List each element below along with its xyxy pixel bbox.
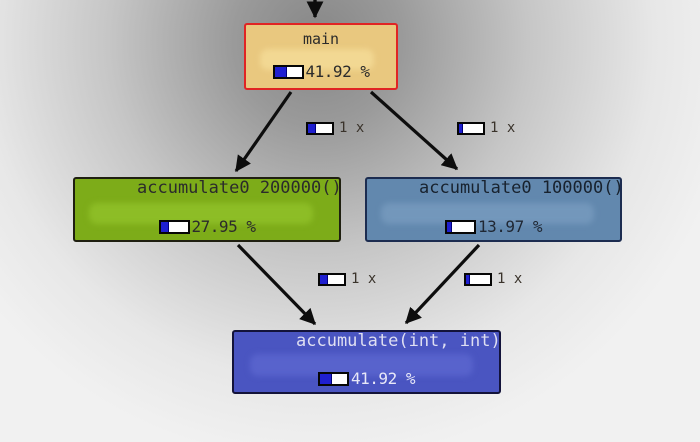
- edge-cost-bar: [318, 272, 346, 286]
- edge-cost-bar: [464, 272, 492, 286]
- cost-bar: [272, 64, 304, 79]
- node-cost-row: 41.92 %: [246, 62, 396, 81]
- cost-bar: [318, 371, 350, 386]
- edge-call-count: 1 x: [490, 120, 516, 136]
- edge-call-count: 1 x: [339, 120, 365, 136]
- node-cost-row: 41.92 %: [234, 369, 499, 388]
- arrow-accumulate0-100000-to-accumulate: [404, 243, 481, 325]
- edge-label-main-to-accumulate0-100000[interactable]: 1 x: [457, 120, 515, 136]
- node-accumulate-int-int[interactable]: accumulate(int, int) 41.92 %: [232, 330, 501, 394]
- node-title: accumulate0 100000(): [419, 178, 620, 198]
- node-title: accumulate(int, int): [296, 331, 499, 351]
- arrow-main-to-accumulate0-100000: [369, 90, 459, 171]
- cost-bar: [445, 219, 477, 234]
- edge-cost-bar: [457, 121, 485, 135]
- edge-cost-bar: [306, 121, 334, 135]
- node-highlight: [250, 354, 473, 376]
- arrow-main-to-accumulate0-200000: [234, 91, 293, 173]
- edge-label-accumulate0-200000-to-accumulate[interactable]: 1 x: [318, 271, 376, 287]
- edge-label-accumulate0-100000-to-accumulate[interactable]: 1 x: [464, 271, 522, 287]
- arrow-accumulate0-200000-to-accumulate: [236, 243, 317, 326]
- edge-label-main-to-accumulate0-200000[interactable]: 1 x: [306, 120, 364, 136]
- cost-percent: 27.95 %: [191, 217, 256, 236]
- cost-percent: 13.97 %: [478, 217, 542, 236]
- node-title: accumulate0 200000(): [137, 178, 339, 198]
- edge-call-count: 1 x: [351, 271, 377, 287]
- cost-percent: 41.92 %: [351, 369, 415, 388]
- node-cost-row: 13.97 %: [367, 217, 620, 236]
- node-accumulate0-100000[interactable]: accumulate0 100000() 13.97 %: [365, 177, 622, 242]
- cost-percent: 41.92 %: [305, 62, 370, 81]
- edge-call-count: 1 x: [497, 271, 523, 287]
- node-highlight: [89, 203, 313, 224]
- cost-bar: [158, 219, 190, 234]
- node-title: main: [302, 30, 340, 48]
- node-accumulate0-200000[interactable]: accumulate0 200000() 27.95 %: [73, 177, 341, 242]
- node-main[interactable]: main 41.92 %: [244, 23, 398, 90]
- node-cost-row: 27.95 %: [75, 217, 339, 236]
- node-highlight: [381, 203, 594, 224]
